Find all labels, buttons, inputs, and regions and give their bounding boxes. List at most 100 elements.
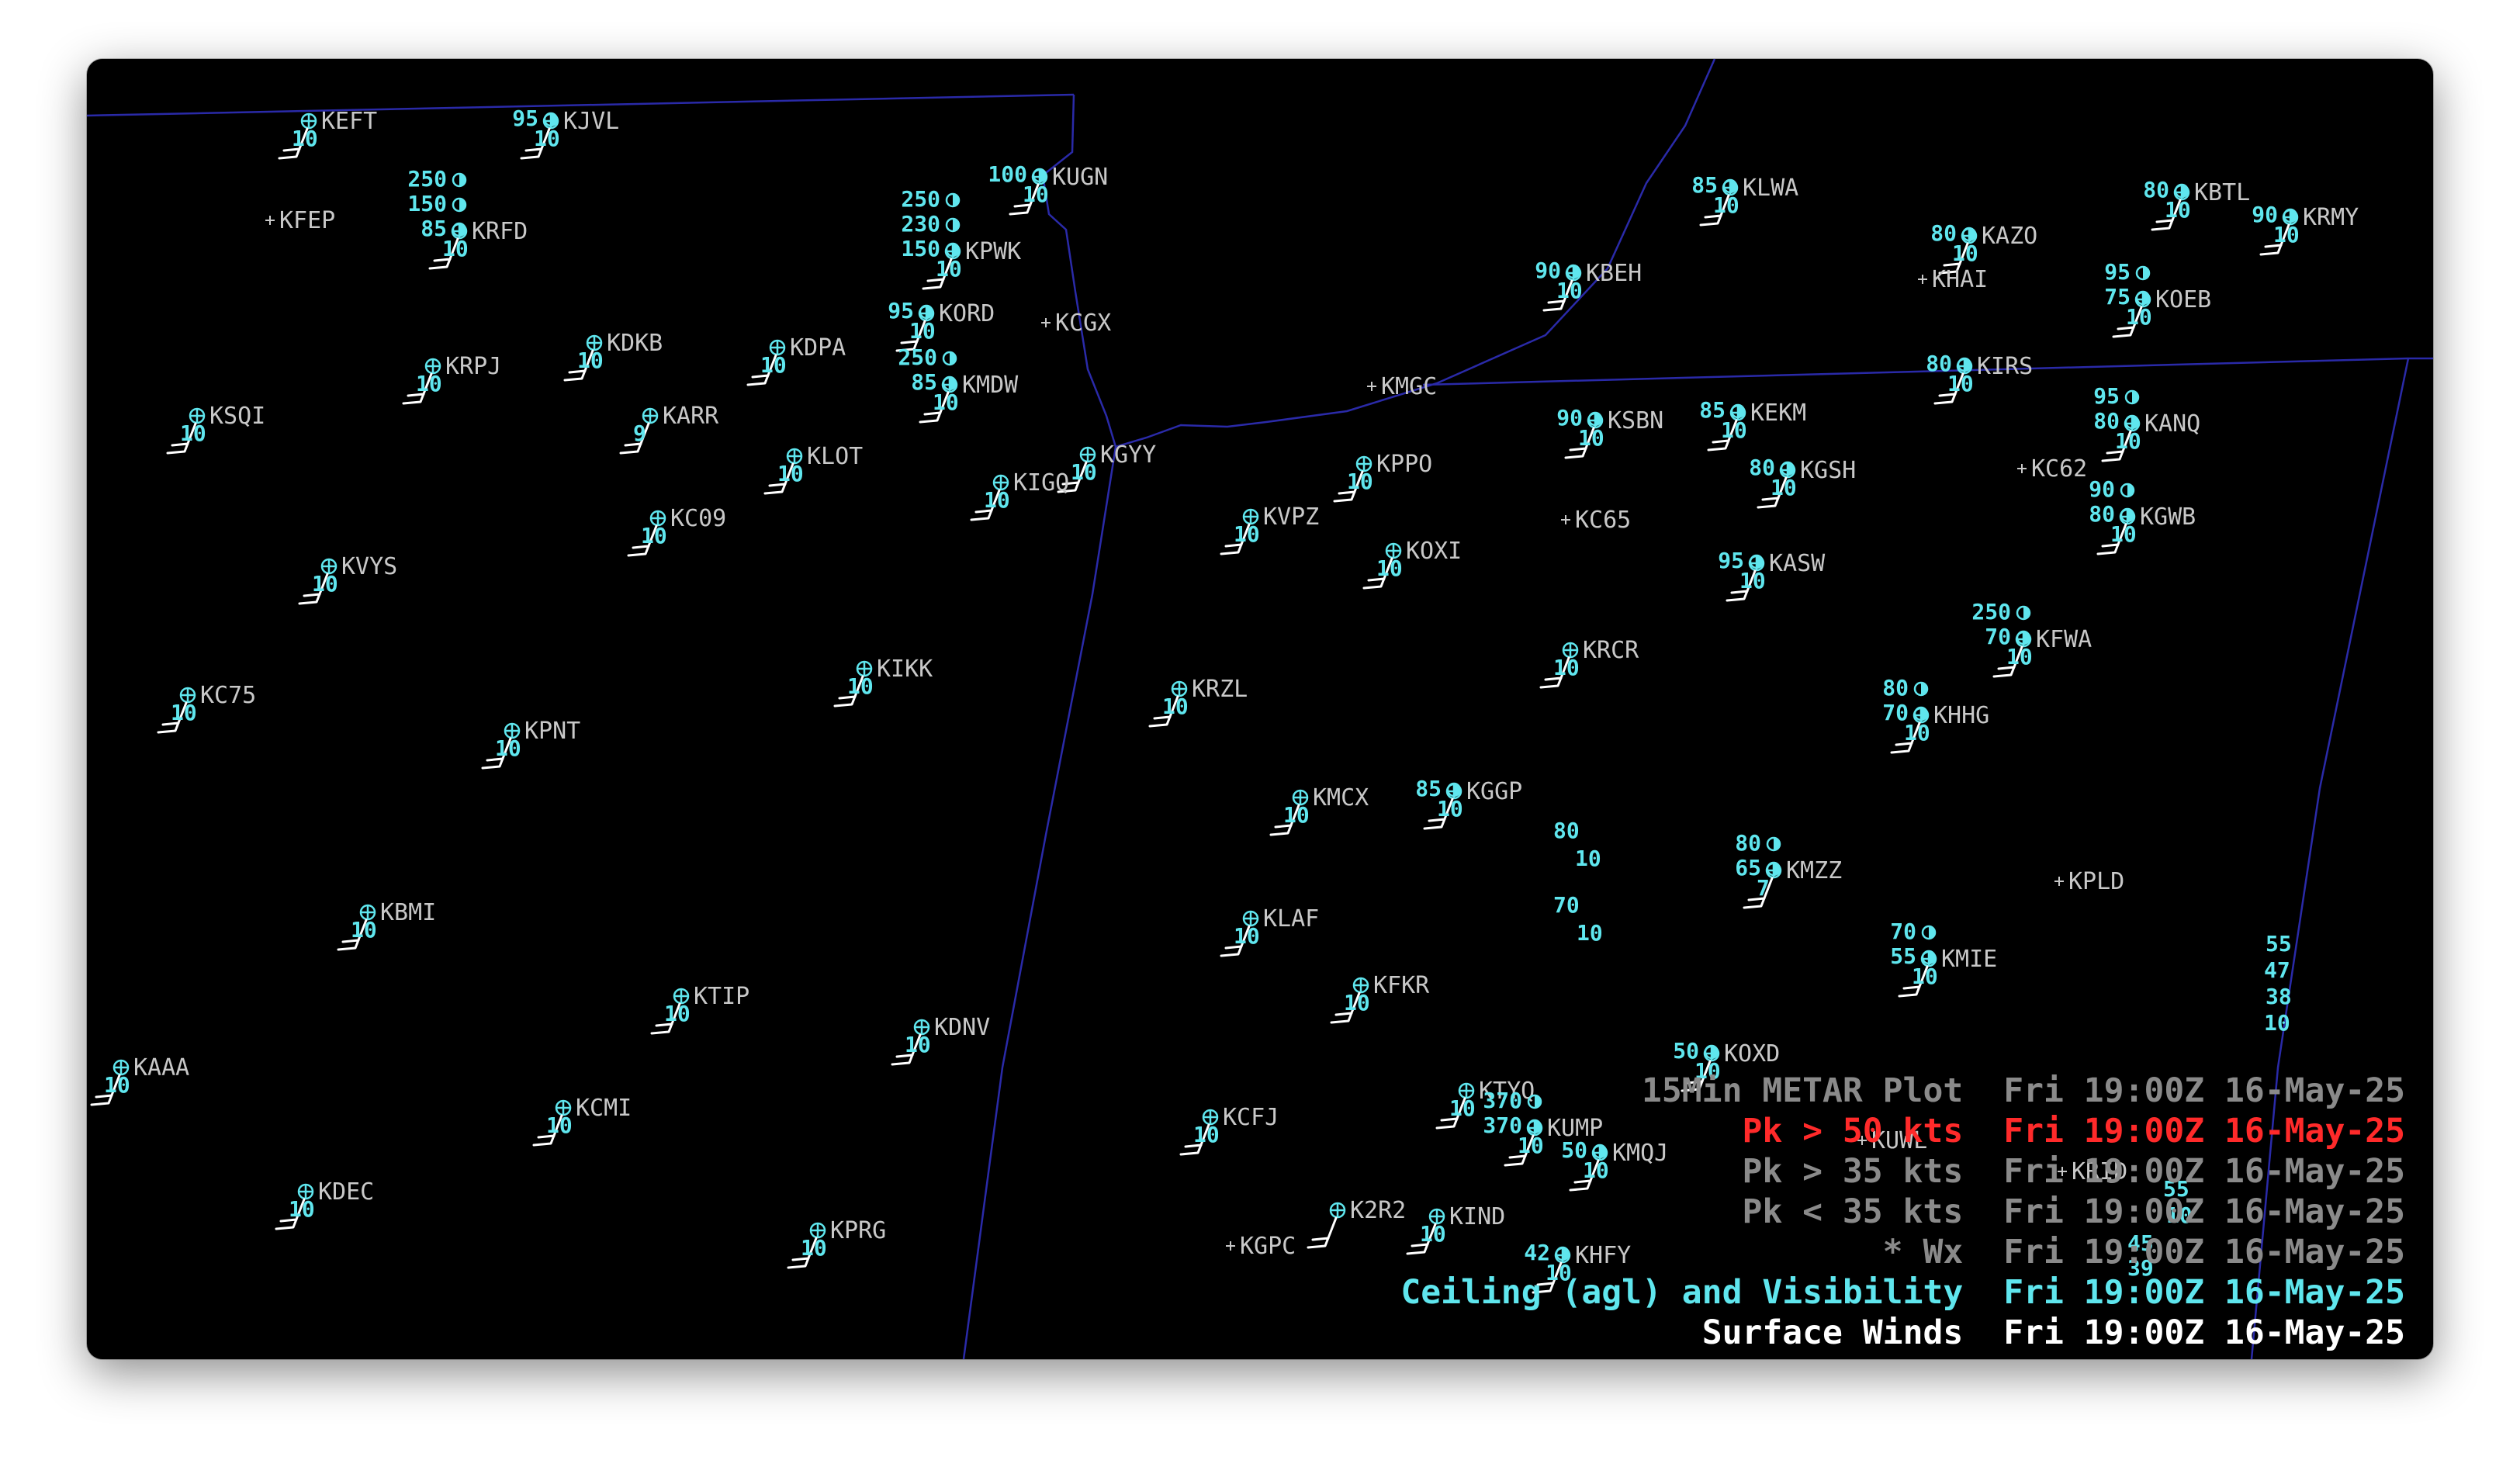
station-kuwl[interactable]: KUWL bbox=[1857, 1127, 1927, 1154]
cloud-cover-fill bbox=[2023, 607, 2030, 619]
cloud-cover-fill bbox=[1738, 405, 1744, 417]
station-khai[interactable]: KHAI bbox=[1918, 266, 1988, 293]
in-oh-border bbox=[2250, 358, 2410, 1359]
cloud-cover-fill bbox=[459, 174, 466, 186]
station-krid[interactable]: KRID bbox=[2058, 1158, 2127, 1185]
station-id-label: KASW bbox=[1769, 550, 1826, 577]
wind-barb bbox=[1542, 279, 1573, 312]
station-id-label: KCGX bbox=[1055, 310, 1111, 337]
visibility-value: 10 bbox=[1420, 1221, 1446, 1247]
cloud-cover-fill bbox=[1454, 784, 1460, 796]
station-kfep[interactable]: KFEP bbox=[265, 207, 335, 234]
wind-barb bbox=[1743, 877, 1774, 909]
il-in-border bbox=[962, 446, 1117, 1359]
ceiling-value: 90 bbox=[1535, 258, 1561, 283]
station-kc65[interactable]: KC65 bbox=[1561, 507, 1631, 534]
station-kpld[interactable]: KPLD bbox=[2054, 868, 2124, 895]
wind-barb bbox=[1220, 925, 1251, 957]
wind-barb bbox=[1992, 645, 2023, 678]
visibility-value: 10 bbox=[1071, 459, 1097, 485]
cloud-cover-fill bbox=[2132, 391, 2138, 403]
visibility-value: 10 bbox=[909, 318, 936, 344]
station-kmgc[interactable]: KMGC bbox=[1367, 373, 1437, 400]
station-id-label: KDPA bbox=[790, 334, 846, 362]
station-kgpc[interactable]: KGPC bbox=[1226, 1233, 1296, 1260]
station-k2r2[interactable]: K2R2 bbox=[1307, 1197, 1406, 1249]
station-id-label: KOEB bbox=[2155, 286, 2211, 313]
cloud-cover-fill bbox=[950, 352, 956, 365]
cloud-cover-fill bbox=[953, 219, 959, 231]
station-kcgx[interactable]: KCGX bbox=[1041, 310, 1111, 337]
station-kc62[interactable]: KC62 bbox=[2017, 455, 2087, 483]
